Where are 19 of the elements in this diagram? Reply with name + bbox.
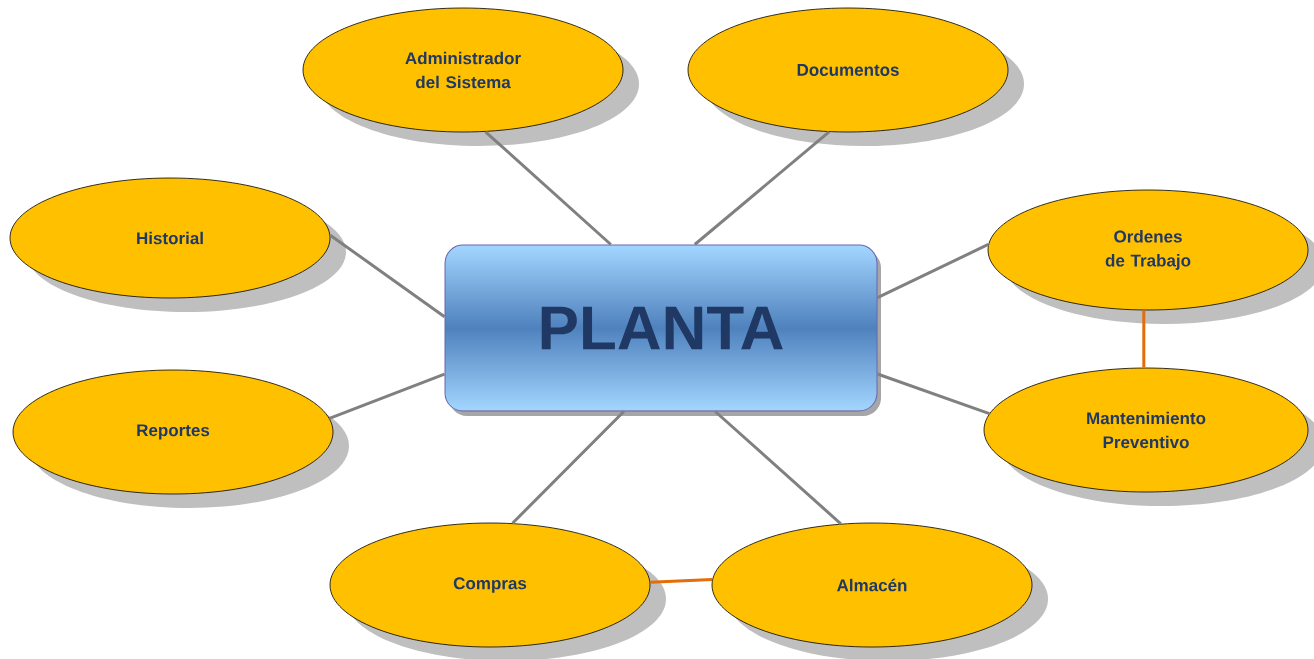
connector-line [484,130,612,246]
ellipse-node: Reportes [12,369,349,508]
ellipse-node: Mantenimiento Preventivo [983,367,1314,506]
connector-line [1142,310,1146,368]
ellipse-node: Ordenes de Trabajo [987,189,1314,324]
connector-line [693,130,831,246]
connector-line [877,372,990,415]
ellipse-node: Almacén [711,522,1048,659]
connector-line [876,243,989,299]
ellipse-node: Historial [9,177,346,312]
connector-line [329,234,446,318]
ellipse-node: Administrador del Sistema [302,7,639,146]
central-box: PLANTA [444,244,881,416]
connector-line [714,410,842,525]
connector-line [511,410,625,525]
ellipse-node: Documentos [687,7,1024,146]
ellipse-node: Compras [329,522,666,659]
connector-line [328,372,446,420]
connector-line [650,577,713,584]
